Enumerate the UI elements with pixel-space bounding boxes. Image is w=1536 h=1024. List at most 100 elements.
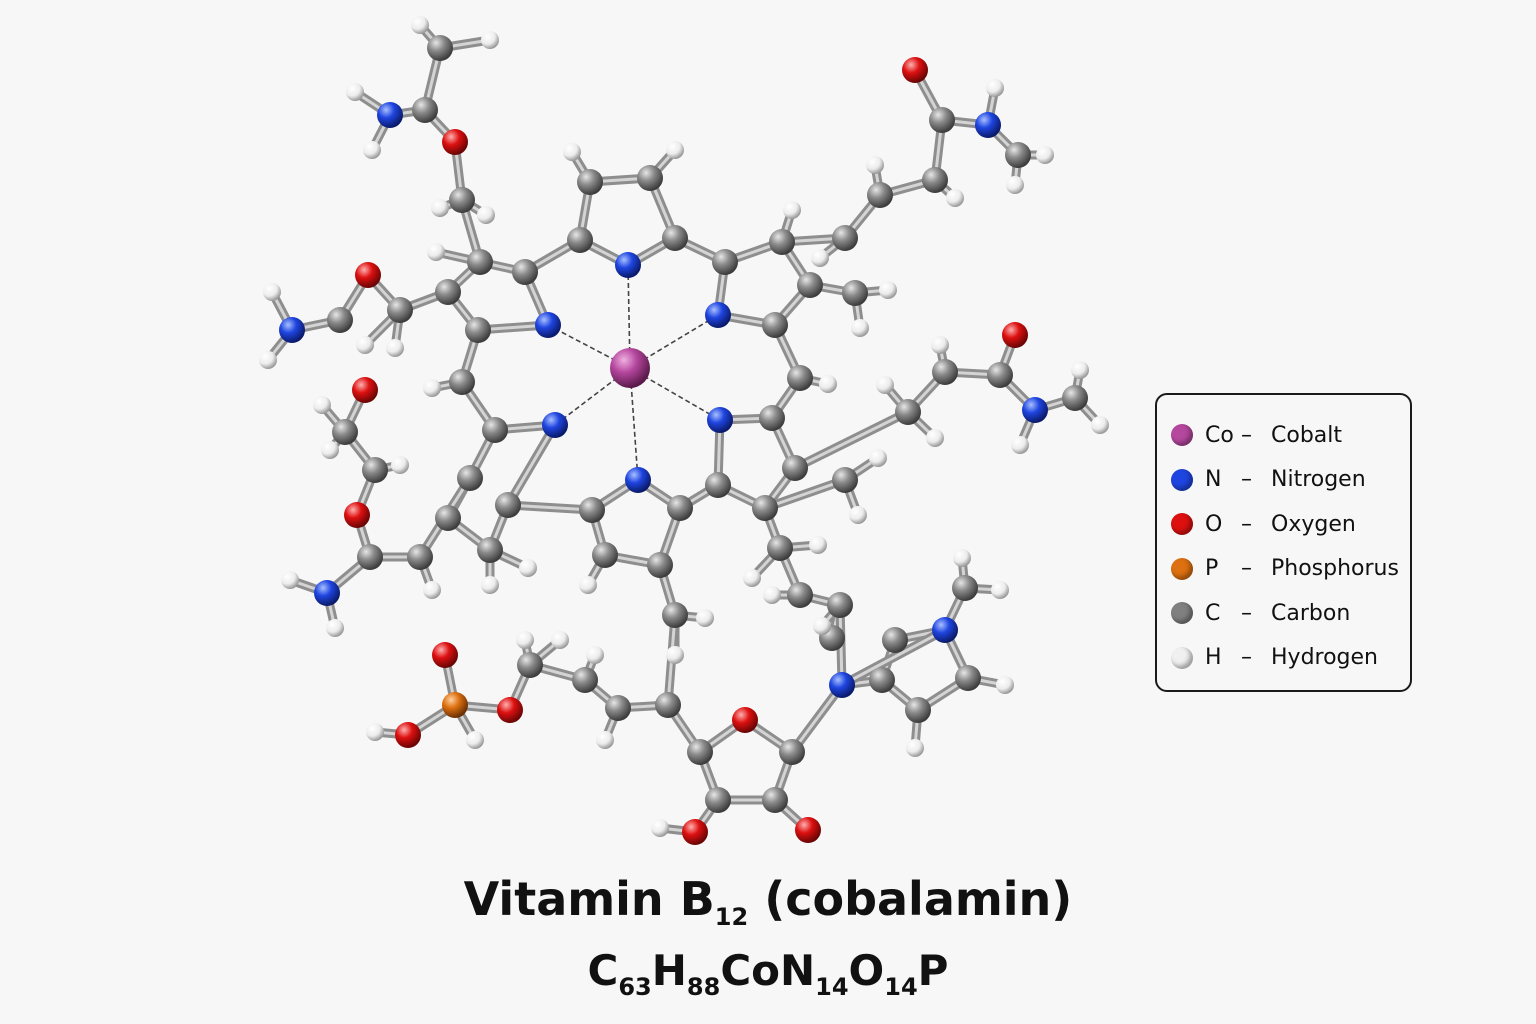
carbon-atom	[762, 312, 788, 338]
hydrogen-atom	[851, 319, 869, 337]
nitrogen-atom	[829, 672, 855, 698]
carbon-atom	[647, 552, 673, 578]
legend-dash: –	[1241, 556, 1252, 582]
carbon-atom	[895, 399, 921, 425]
oxygen-atom	[352, 377, 378, 403]
carbon-atom	[779, 739, 805, 765]
carbon-atom	[922, 167, 948, 193]
title-name: Vitamin B	[463, 872, 715, 926]
hydrogen-atom	[326, 619, 344, 637]
hydrogen-atom	[563, 143, 581, 161]
hydrogen-atom	[263, 283, 281, 301]
carbon-atom	[952, 575, 978, 601]
legend-name: Hydrogen	[1271, 645, 1378, 671]
carbon-atom	[797, 272, 823, 298]
carbon-atom	[435, 279, 461, 305]
hydrogen-atom	[411, 16, 429, 34]
hydrogen-atom	[763, 586, 781, 604]
hydrogen-atom	[466, 731, 484, 749]
hydrogen-atom	[481, 576, 499, 594]
hydrogen-atom	[551, 631, 569, 649]
formula-element: H	[651, 946, 687, 995]
hydrogen-atom	[427, 243, 445, 261]
covalent-bonds	[263, 20, 1105, 837]
legend-item-hydrogen: H–Hydrogen	[1171, 636, 1410, 681]
carbon-atom	[667, 495, 693, 521]
hydrogen-atom	[579, 576, 597, 594]
hydrogen-atom	[811, 249, 829, 267]
hydrogen-atom	[519, 559, 537, 577]
legend-symbol: C	[1205, 600, 1221, 626]
hydrogen-atom	[431, 199, 449, 217]
hydrogen-atom	[926, 429, 944, 447]
hydrogen-atom	[869, 449, 887, 467]
legend-symbol: P	[1205, 556, 1219, 582]
nitrogen-atom	[707, 407, 733, 433]
carbon-atom	[449, 187, 475, 213]
carbon-atom	[762, 787, 788, 813]
hydrogen-atom	[259, 351, 277, 369]
hydrogen-atom	[356, 336, 374, 354]
formula-element: O	[848, 946, 885, 995]
hydrogen-atom	[516, 631, 534, 649]
carbon-atom	[357, 544, 383, 570]
covalent-bond	[760, 475, 850, 513]
legend-symbol: H	[1205, 645, 1222, 671]
legend-dash: –	[1241, 422, 1252, 448]
hydrogen-atom	[1091, 416, 1109, 434]
oxygen-atom	[442, 129, 468, 155]
oxygen-atom	[395, 722, 421, 748]
hydrogen-atom	[986, 79, 1004, 97]
hydrogen-atom	[1006, 176, 1024, 194]
hydrogen-atom	[783, 201, 801, 219]
molecular-formula: C63H88CoN14O14P	[0, 946, 1536, 1001]
nitrogen-atom	[1022, 397, 1048, 423]
carbon-atom	[655, 692, 681, 718]
formula-element: P	[917, 946, 949, 995]
carbon-atom	[687, 739, 713, 765]
oxygen-atom	[682, 819, 708, 845]
hydrogen-atom	[876, 376, 894, 394]
legend-item-carbon: C–Carbon	[1171, 591, 1410, 636]
phosphorus-atom	[442, 692, 468, 718]
formula-count: 14	[815, 973, 849, 1001]
covalent-bond	[790, 407, 913, 473]
carbon-atom	[769, 229, 795, 255]
hydrogen-atom	[281, 571, 299, 589]
covalent-bond	[837, 625, 950, 690]
hydrogen-atom	[996, 676, 1014, 694]
carbon-atom	[572, 667, 598, 693]
cobalt-atom	[610, 348, 650, 388]
carbon-atom	[787, 582, 813, 608]
carbon-atom	[832, 225, 858, 251]
molecule-title: Vitamin B12 (cobalamin)	[0, 872, 1536, 931]
covalent-bond	[787, 680, 847, 757]
nitrogen-atom	[932, 617, 958, 643]
carbon-atom	[605, 695, 631, 721]
nitrogen-atom	[975, 112, 1001, 138]
legend-swatch-nitrogen	[1171, 468, 1193, 491]
nitrogen-atom	[705, 302, 731, 328]
hydrogen-atom	[696, 609, 714, 627]
legend-symbol: O	[1205, 511, 1223, 537]
carbon-atom	[477, 537, 503, 563]
carbon-atom	[407, 544, 433, 570]
carbon-atom	[465, 317, 491, 343]
carbon-atom	[449, 369, 475, 395]
formula-count: 88	[686, 973, 721, 1001]
legend-swatch-carbon	[1171, 602, 1193, 625]
hydrogen-atom	[743, 569, 761, 587]
hydrogen-atom	[809, 536, 827, 554]
carbon-atom	[882, 627, 908, 653]
carbon-atom	[457, 465, 483, 491]
oxygen-atom	[432, 642, 458, 668]
hydrogen-atom	[946, 189, 964, 207]
hydrogen-atom	[991, 581, 1009, 599]
carbon-atom	[579, 497, 605, 523]
legend-name: Carbon	[1271, 600, 1351, 626]
oxygen-atom	[1002, 322, 1028, 348]
carbon-atom	[332, 419, 358, 445]
hydrogen-atom	[651, 819, 669, 837]
hydrogen-atom	[596, 731, 614, 749]
